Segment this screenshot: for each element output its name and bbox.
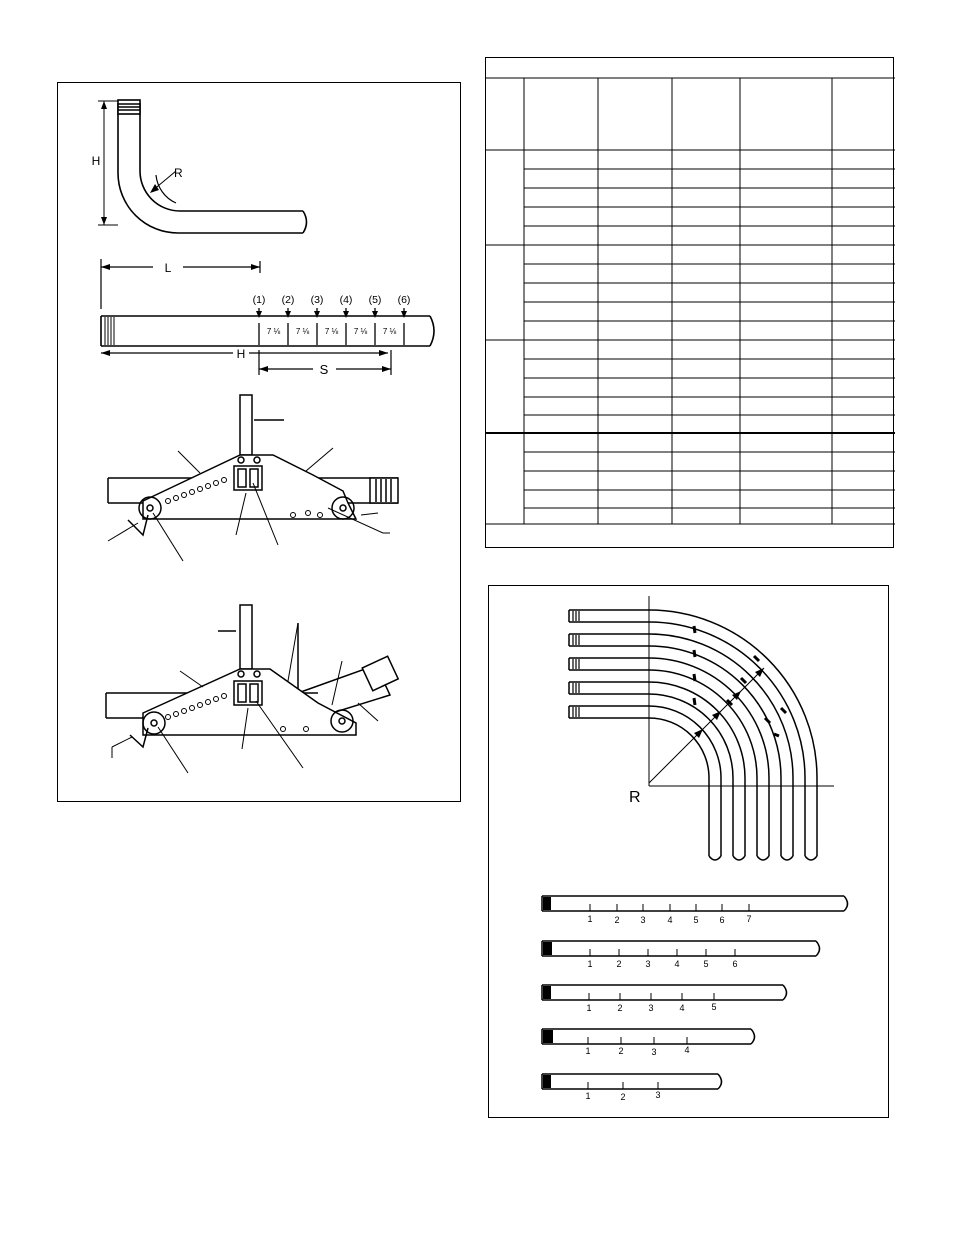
mark-2: (2) xyxy=(282,294,295,306)
scale4-mark-2: 2 xyxy=(618,1046,623,1056)
radius-label-r: R xyxy=(629,789,641,806)
scale4-mark-3: 3 xyxy=(651,1047,656,1057)
bending-diagram-panel: H R L (1) ( xyxy=(57,82,461,802)
radius-label: R xyxy=(174,166,183,180)
scale3-mark-2: 2 xyxy=(617,1003,622,1013)
bending-diagram: H R L (1) ( xyxy=(92,99,435,774)
scale5-mark-3: 3 xyxy=(655,1090,660,1100)
scale1-mark-5: 5 xyxy=(693,915,698,925)
mark-5: (5) xyxy=(369,294,382,306)
scale1-mark-3: 3 xyxy=(640,915,645,925)
scale1-mark-1: 1 xyxy=(587,914,592,924)
scale3-mark-1: 1 xyxy=(586,1003,591,1013)
scale3-mark-4: 4 xyxy=(679,1003,684,1013)
table-grid xyxy=(486,77,895,525)
scale5-mark-1: 1 xyxy=(585,1091,590,1101)
scale5-mark-2: 2 xyxy=(620,1092,625,1102)
spacing-label-2: 7 ⅛ xyxy=(296,327,310,336)
spacing-label-1: 7 ⅛ xyxy=(267,327,281,336)
scale3-mark-3: 3 xyxy=(648,1003,653,1013)
scale3-mark-5: 5 xyxy=(711,1002,716,1012)
scale1-mark-2: 2 xyxy=(614,915,619,925)
scale2-mark-1: 1 xyxy=(587,959,592,969)
length-label: L xyxy=(165,261,172,275)
spacing-label-5: 7 ⅛ xyxy=(383,327,397,336)
spacing-label: S xyxy=(320,362,329,377)
concentric-bends-diagram: R xyxy=(541,596,849,1102)
scale2-mark-5: 5 xyxy=(703,959,708,969)
scale4-mark-4: 4 xyxy=(684,1045,689,1055)
scale1-mark-7: 7 xyxy=(746,914,751,924)
bender-tool-bending xyxy=(105,604,400,749)
scale1-mark-6: 6 xyxy=(719,915,724,925)
mark-3: (3) xyxy=(311,294,324,306)
scale4-mark-1: 1 xyxy=(585,1046,590,1056)
mark-6: (6) xyxy=(398,294,411,306)
spacing-label-4: 7 ⅛ xyxy=(354,327,368,336)
bending-table xyxy=(485,57,895,548)
scale2-mark-6: 6 xyxy=(732,959,737,969)
concentric-bends-panel: R xyxy=(488,585,889,1118)
height-label: H xyxy=(92,154,101,168)
scale2-mark-4: 4 xyxy=(674,959,679,969)
spacing-label-3: 7 ⅛ xyxy=(325,327,339,336)
mark-1: (1) xyxy=(253,294,266,306)
mark-4: (4) xyxy=(340,294,353,306)
bender-tool-straight xyxy=(107,394,399,537)
scale1-mark-4: 4 xyxy=(667,915,672,925)
scale2-mark-2: 2 xyxy=(616,959,621,969)
scale2-mark-3: 3 xyxy=(645,959,650,969)
height-total-label: H xyxy=(237,347,246,361)
